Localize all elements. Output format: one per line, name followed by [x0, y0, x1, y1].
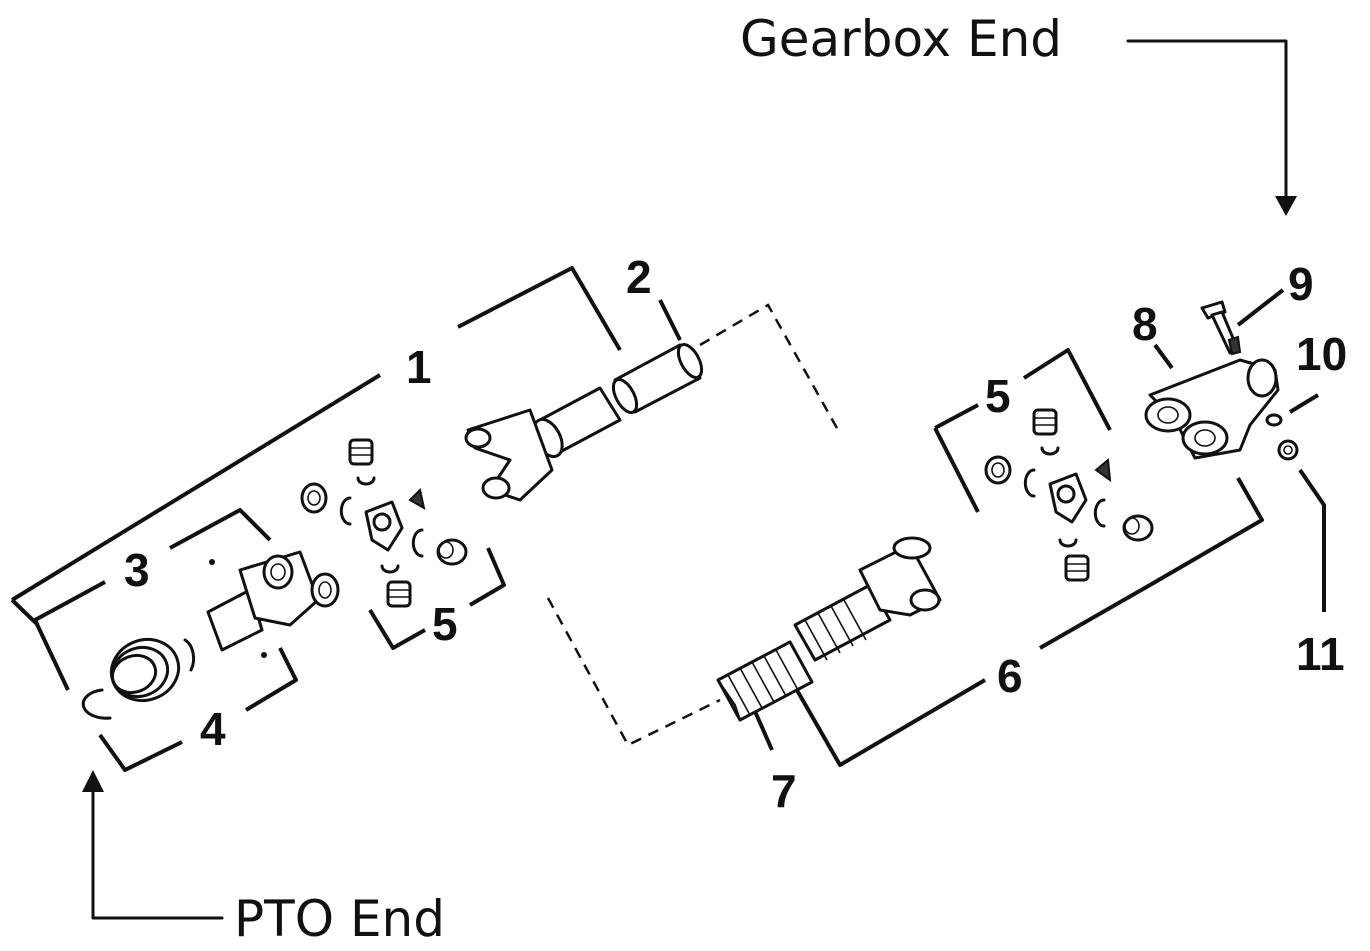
part-10-washer — [1265, 413, 1283, 427]
bracket-6 — [788, 583, 1151, 767]
callout-9: 9 — [1288, 258, 1314, 310]
gearbox-end-label: Gearbox End — [740, 10, 1062, 68]
callout-6: 6 — [997, 650, 1023, 702]
gearbox-end-arrow — [1126, 39, 1297, 216]
callout-3: 3 — [124, 544, 150, 596]
leader-9 — [1236, 288, 1285, 327]
callout-5-left: 5 — [432, 598, 458, 650]
pto-end-label: PTO End — [234, 890, 445, 948]
part-tube-yoke — [464, 386, 622, 502]
leader-8 — [1153, 343, 1174, 370]
bracket-5-right — [934, 348, 1112, 431]
dashed-outline-lower — [546, 597, 721, 747]
part-cross-kit-right — [984, 408, 1154, 582]
pto-end-arrow — [82, 770, 224, 920]
callout-8: 8 — [1132, 298, 1158, 350]
callout-11: 11 — [1296, 628, 1345, 680]
part-3-pto-yoke — [206, 550, 340, 658]
bracket-5-right-lower — [933, 427, 1264, 587]
part-2-sleeve — [611, 343, 704, 414]
bracket-4 — [98, 647, 298, 772]
callout-10: 10 — [1296, 328, 1347, 380]
bracket-3-left-leg — [33, 619, 70, 691]
bracket-5-left — [368, 547, 506, 650]
bracket-1 — [10, 266, 622, 602]
part-cross-kit-left — [300, 438, 468, 608]
dashed-outline-upper — [699, 303, 840, 431]
callout-4: 4 — [200, 703, 226, 755]
leader-10 — [1288, 393, 1320, 414]
part-7-spline-shaft — [716, 599, 867, 722]
callout-7: 7 — [771, 765, 797, 817]
callout-1: 1 — [406, 341, 432, 393]
callout-2: 2 — [626, 251, 652, 303]
callout-5-right: 5 — [985, 370, 1011, 422]
part-9-bolt — [1200, 300, 1242, 356]
part-4-collar — [81, 638, 196, 720]
bracket-3 — [34, 508, 272, 622]
leader-2 — [658, 299, 682, 341]
leader-11 — [1298, 468, 1326, 612]
part-11-nut — [1277, 439, 1299, 461]
part-6-spline-yoke — [793, 536, 942, 662]
part-8-gearbox-yoke — [1144, 358, 1280, 460]
